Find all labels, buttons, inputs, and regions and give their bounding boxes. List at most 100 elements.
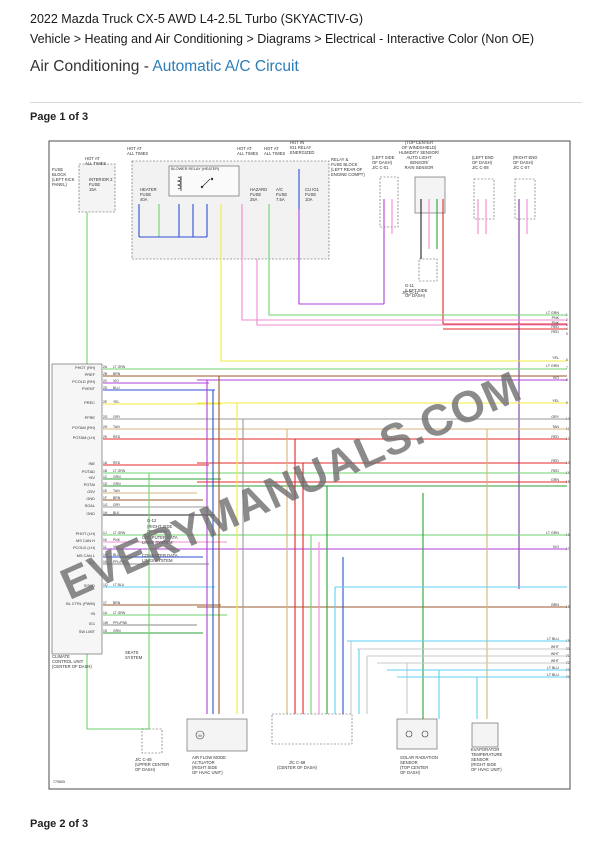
jc-c48-label: J/C C-48 xyxy=(135,757,152,762)
page-heading: Air Conditioning - Automatic A/C Circuit xyxy=(30,58,299,76)
breadcrumb: Vehicle > Heating and Air Conditioning >… xyxy=(30,32,535,46)
right-wire-number: 8 xyxy=(566,378,568,382)
right-wire-number: 4 xyxy=(566,327,568,331)
ccu-pin-label: PHOT (RH) xyxy=(75,365,96,370)
ccu-wire-color: LT GRN xyxy=(113,611,126,615)
ccu-wire-color: GRY xyxy=(113,503,121,507)
ccu-pin-label: GND xyxy=(86,496,95,501)
right-wire-color: VIO xyxy=(553,545,559,549)
ccu-pin-label: MS CAN L xyxy=(77,553,96,558)
jc-c01-label: J/C C-01 xyxy=(372,165,389,170)
hot-all-times-label: HOT AT xyxy=(237,146,252,151)
relay-block-label: RELAY & xyxy=(331,157,349,162)
right-wire-color: LT BLU xyxy=(547,666,559,670)
relay-contact-icon xyxy=(200,185,204,189)
relay-coil-icon xyxy=(176,176,182,190)
relay-switch-symbol xyxy=(201,178,211,188)
computer-data-label: COMPUTER DATA xyxy=(142,535,178,540)
seats-system-label: SYSTEM xyxy=(125,655,143,660)
document-title: 2022 Mazda Truck CX-5 AWD L4-2.5L Turbo … xyxy=(30,12,363,26)
ccu-pin-number: 1F xyxy=(103,496,107,500)
ccu-pin-number: 1Q xyxy=(103,583,108,587)
ccu-wire-color: LT GRN xyxy=(113,531,126,535)
right-wire-color: BRN xyxy=(551,603,559,607)
blower-relay-label: BLOWER RELAY (HEATER) xyxy=(171,167,220,171)
ccu-wire-color: BRN xyxy=(113,372,121,376)
ccu-pin-number: 2B xyxy=(103,372,108,376)
jc-c48-box xyxy=(141,728,163,754)
computer-data-label: LINES SYSTEM xyxy=(142,558,173,563)
ccu-pin-label: PHOT (LH) xyxy=(76,531,96,536)
rain-sensor-label: AUTO LIGHT xyxy=(406,155,431,160)
right-wire-color: WHT xyxy=(551,652,560,656)
hazard-fuse-label: 25A xyxy=(250,197,258,202)
ccu-wire-color: BRN xyxy=(113,601,121,605)
ccu-pin-number: 2E xyxy=(103,400,108,404)
rain-sensor-label: HUMIDITY SENSOR/ xyxy=(399,150,440,155)
right-wire-color: YEL xyxy=(552,399,559,403)
ccu-pin-number: 1M xyxy=(103,553,108,557)
cu-ig1-fuse-label: 10A xyxy=(305,197,313,202)
jc-c58-label: (CENTER OF DASH) xyxy=(277,765,317,770)
right-wire-number: 12 xyxy=(566,437,570,441)
ac-fuse-label: FUSE xyxy=(276,192,287,197)
right-wire-color: WHT xyxy=(551,659,560,663)
solar-sensor-box xyxy=(396,718,438,750)
motor-icon-letter: M xyxy=(198,733,201,738)
climate-control-unit-label: (CENTER OF DASH) xyxy=(52,664,92,669)
ccu-pin-label: PFRE xyxy=(85,415,96,420)
right-wire-number: 13 xyxy=(566,461,570,465)
ccu-wire-color: LT GRN xyxy=(113,365,126,369)
header-divider xyxy=(30,102,582,103)
cu-ig1-fuse-label: FUSE xyxy=(305,192,316,197)
ccu-wire-color: GRN xyxy=(113,475,121,479)
relay-block-label: ENGINE COMPT) xyxy=(331,172,365,177)
airflow-actuator-label: ACTUATOR xyxy=(192,760,215,765)
evap-sensor-label: EVAPORATOR xyxy=(471,747,499,752)
ccu-wire-color: GRN xyxy=(113,482,121,486)
jc-c58-label: J/C C-58 xyxy=(289,760,306,765)
right-wire-number: 22 xyxy=(566,661,570,665)
solar-sensor-label: SENSOR xyxy=(400,760,418,765)
ccu-pin-label: SGND xyxy=(84,583,95,588)
interior2-fuse-label: INTERIOR 2 xyxy=(89,177,113,182)
sensor-icon xyxy=(405,730,413,738)
jc-c07-label: (RIGHT END xyxy=(513,155,537,160)
right-wire-number: 24 xyxy=(566,675,570,679)
diagram-frame xyxy=(48,140,571,790)
ccu-pin-label: SGAL xyxy=(85,503,96,508)
hot-all-times-label: ALL TIMES xyxy=(127,151,148,156)
right-wire-color: GRY xyxy=(551,415,559,419)
ccu-pin-number: 1K xyxy=(103,538,108,542)
heater-fuse-label: FUSE xyxy=(140,192,151,197)
ccu-wire-color: BLU xyxy=(113,553,120,557)
ccu-pin-number: 1W xyxy=(103,621,109,625)
ccu-pin-label: +5V xyxy=(88,475,95,480)
right-wire-color: GRN xyxy=(551,478,559,482)
climate-control-unit-label: CONTROL UNIT xyxy=(52,659,84,664)
climate-control-unit-label: CLIMATE xyxy=(52,654,70,659)
jc-c08-box xyxy=(473,178,495,220)
ground-g11-label: G-11 xyxy=(405,283,415,288)
fuse-block-left-box xyxy=(78,163,116,213)
ccu-pin-number: 1T xyxy=(103,601,107,605)
hazard-fuse-label: HAZARD xyxy=(250,187,267,192)
right-wire-color: RED xyxy=(551,469,559,473)
ccu-wire-color: PPL/RED xyxy=(113,560,128,564)
subsection-link[interactable]: Automatic A/C Circuit xyxy=(152,58,299,75)
evap-sensor-label: TEMPERATURE xyxy=(471,752,503,757)
computer-data-label: COMPUTER DATA xyxy=(142,553,178,558)
jc-g11-label: J/C G-11 xyxy=(402,290,419,295)
ccu-wire-color: RED xyxy=(113,461,121,465)
right-wire-color: RED xyxy=(551,435,559,439)
ccu-wire-color: RED xyxy=(113,435,121,439)
ccu-pin-label: PREF xyxy=(85,372,96,377)
rain-sensor-label: (TOP CENTER xyxy=(405,140,433,145)
ccu-pin-label: PCOLD (LH) xyxy=(73,545,96,550)
heater-fuse-label: HEATER xyxy=(140,187,157,192)
ccu-pin-number: 2K xyxy=(103,435,108,439)
ccu-pin-number: 1N xyxy=(103,560,108,564)
ccu-pin-label: POTAI xyxy=(84,482,95,487)
ccu-pin-label: POTAD xyxy=(82,469,95,474)
